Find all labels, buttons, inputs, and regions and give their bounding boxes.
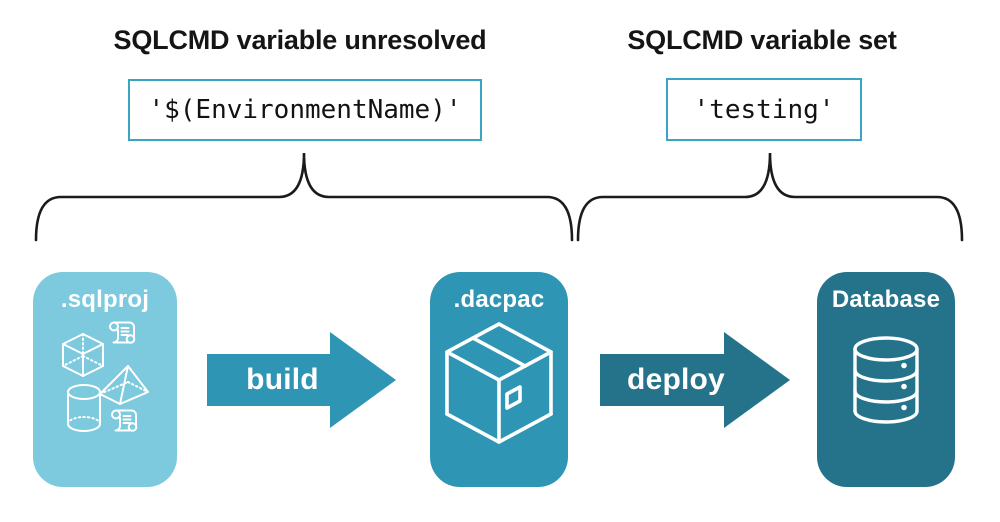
sqlproj-label: .sqlproj [60,286,150,313]
deploy-arrow-label: deploy [627,363,725,396]
database-label: Database [831,286,941,313]
brace-right [576,152,964,242]
cube-icon [62,333,104,377]
sqlproj-node: .sqlproj [33,272,177,487]
right-arrow-icon [207,332,396,428]
code-text-unresolved: '$(EnvironmentName)' [148,95,462,125]
heading-set: SQLCMD variable set [627,25,897,55]
database-node: Database [817,272,955,487]
build-arrow: build [207,330,398,430]
dacpac-label: .dacpac [453,286,545,313]
pyramid-icon [99,365,149,405]
deploy-arrow: deploy [600,330,792,430]
code-text-set: 'testing' [693,94,835,125]
cylinder-icon [67,384,101,432]
code-box-set: 'testing' [666,78,862,141]
brace-left [34,152,574,242]
database-cylinder-icon [853,336,919,424]
sqlproj-icons [62,321,149,432]
scroll-icon [111,409,138,432]
right-arrow-icon [600,332,790,428]
dacpac-node: .dacpac [430,272,568,487]
code-box-unresolved: '$(EnvironmentName)' [128,79,482,141]
scroll-icon [109,321,136,344]
build-arrow-label: build [246,363,319,396]
package-icon [445,322,553,444]
heading-unresolved: SQLCMD variable unresolved [113,25,487,55]
